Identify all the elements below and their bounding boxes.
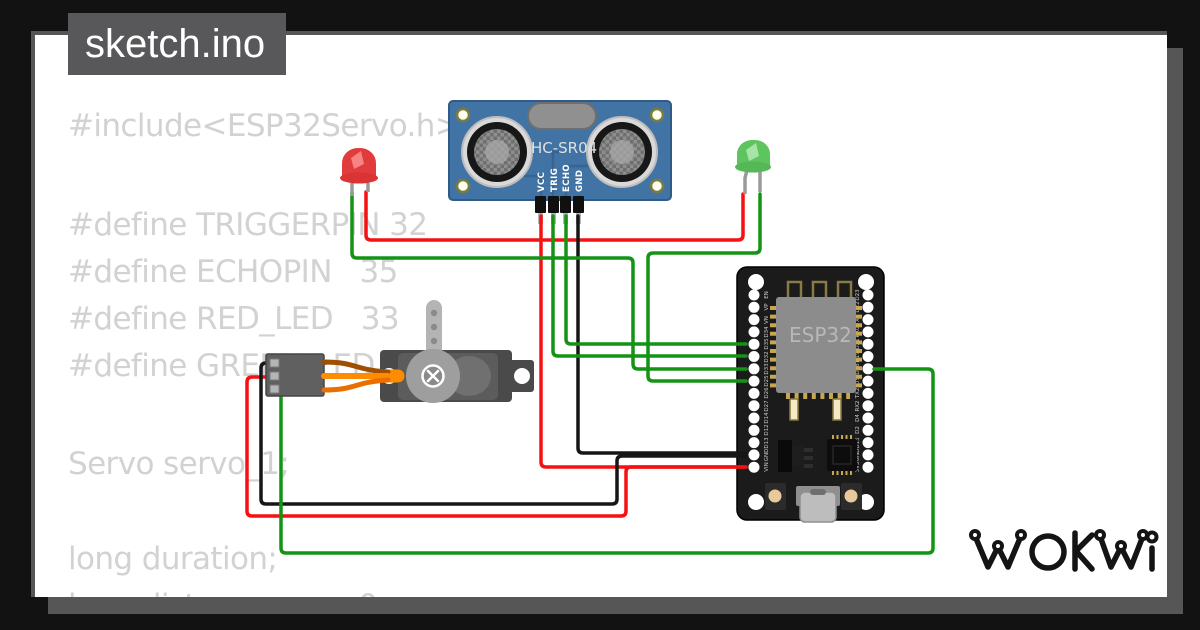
mounting-hole	[858, 274, 874, 290]
code-line: #include<ESP32Servo.h>	[68, 108, 461, 144]
esp-pin-label: D23	[855, 289, 861, 301]
pin-label-gnd: GND	[575, 170, 585, 192]
hcsr04-ultrasonic-sensor[interactable]: HC-SR04 VCC TRIG ECHO GND	[448, 100, 672, 224]
esp-pin-label: RX2	[855, 400, 861, 411]
wokwi-logo: WOKWI	[969, 529, 1159, 572]
servo-screw	[421, 364, 445, 388]
wire-greenled-d25[interactable]	[646, 192, 762, 383]
pin-label-echo: ECHO	[562, 164, 572, 192]
en-button[interactable]	[841, 483, 862, 510]
esp-pin-label: D13	[764, 437, 770, 449]
esp-pin-label: D5	[855, 377, 861, 385]
mounting-hole	[748, 494, 764, 510]
led-leg	[743, 169, 749, 194]
voltage-regulator-tab	[792, 446, 804, 466]
pin-label-trig: TRIG	[550, 168, 560, 192]
code-line: Servo servo_1;	[68, 446, 290, 482]
wire-servo-power[interactable]	[245, 375, 748, 518]
led-flange	[735, 161, 771, 173]
esp-pin-label: D34	[764, 326, 770, 338]
mounting-hole	[649, 178, 665, 194]
esp-pin-label: D15	[855, 437, 861, 449]
code-line: long distancecm = 0;	[68, 588, 388, 597]
logo-node-dots	[969, 529, 1159, 552]
code-line: #define RED_LED 33	[68, 301, 400, 337]
logo-letter-o	[1029, 533, 1067, 571]
esp-pin-label: D12	[764, 424, 770, 435]
esp-pin-label: D32	[764, 351, 770, 362]
led-highlight	[746, 143, 759, 161]
pin-header	[535, 196, 546, 213]
esp-pin-label: GND	[764, 449, 770, 462]
wire-redled-d33[interactable]	[350, 190, 748, 371]
code-line: #define TRIGGERPIN 32	[68, 207, 428, 243]
esp-pin-label: D19	[855, 351, 861, 363]
boot-button[interactable]	[765, 483, 786, 510]
servo-lead-wires	[321, 359, 405, 393]
wire-trig-d32[interactable]	[551, 214, 748, 358]
board-slot	[832, 398, 842, 421]
esp-pin-label: EN	[764, 291, 770, 299]
pin-header	[548, 196, 559, 213]
esp-pin-label: D33	[764, 363, 770, 375]
board-slot	[789, 398, 799, 421]
esp-pin-label: GND	[855, 449, 861, 462]
led-flange	[340, 172, 378, 184]
esp32-module-chip	[776, 297, 856, 393]
esp-pin-label: D25	[764, 375, 770, 387]
sketch-file-tab[interactable]: sketch.ino	[68, 13, 286, 75]
wire-servo-gnd[interactable]	[259, 361, 748, 506]
mounting-hole	[455, 107, 471, 123]
pin-header	[573, 196, 584, 213]
led-highlight	[351, 151, 364, 169]
hcsr04-label: HC-SR04	[531, 139, 597, 157]
esp-pin-label: D2	[855, 426, 861, 434]
esp-pin-label: D14	[764, 412, 770, 424]
wire-vcc-to-vin[interactable]	[539, 214, 748, 469]
code-line: #define ECHOPIN 35	[68, 254, 398, 290]
esp-pin-label: VN	[764, 316, 770, 324]
regulator-leg	[804, 448, 813, 452]
micro-usb-connector	[796, 486, 840, 523]
logo-letter-k	[1072, 530, 1095, 572]
led-body	[342, 164, 376, 176]
esp-pin-label: D35	[764, 338, 770, 350]
esp32-chip-label: ESP32	[789, 323, 852, 347]
wire-sensor-gnd[interactable]	[576, 214, 748, 455]
esp-pin-label: VIN	[764, 462, 770, 472]
wire-echo-d35[interactable]	[564, 214, 748, 346]
esp-pin-label: D27	[764, 400, 770, 412]
esp-pin-label: D4	[855, 414, 861, 422]
esp-pin-label: VP	[764, 303, 770, 311]
mounting-hole	[748, 274, 764, 290]
esp-pin-label: 3V3	[855, 461, 861, 472]
wire-servo-d18[interactable]	[279, 367, 935, 555]
sketch-file-name: sketch.ino	[85, 21, 266, 66]
regulator-leg	[804, 464, 813, 468]
servo-connector	[265, 353, 325, 397]
mounting-hole	[455, 178, 471, 194]
esp32-devkit-board[interactable]: EN VP VN D34 D35 D32 D33 D25 D26 D27 D14…	[736, 266, 885, 523]
transducer-left	[461, 116, 533, 188]
servo-motor[interactable]	[380, 300, 534, 403]
esp-pin-label: D26	[764, 387, 770, 399]
oscillator	[527, 102, 597, 130]
esp-pin-label: TX2	[855, 388, 861, 400]
mounting-hole	[649, 107, 665, 123]
transducer-right	[586, 116, 658, 188]
code-line: long duration;	[68, 541, 278, 577]
voltage-regulator	[778, 440, 792, 472]
servo-mount-hole	[514, 368, 530, 384]
green-led[interactable]	[735, 140, 771, 194]
usb-uart-chip	[827, 435, 857, 475]
red-led[interactable]	[340, 148, 378, 196]
esp-pin-label: RX0	[855, 326, 861, 338]
wires	[245, 190, 935, 555]
regulator-leg	[804, 456, 813, 460]
antenna-trace	[786, 280, 853, 312]
esp-pin-label: TX0	[855, 314, 861, 326]
pin-header	[560, 196, 571, 213]
pin-label-vcc: VCC	[537, 172, 547, 192]
